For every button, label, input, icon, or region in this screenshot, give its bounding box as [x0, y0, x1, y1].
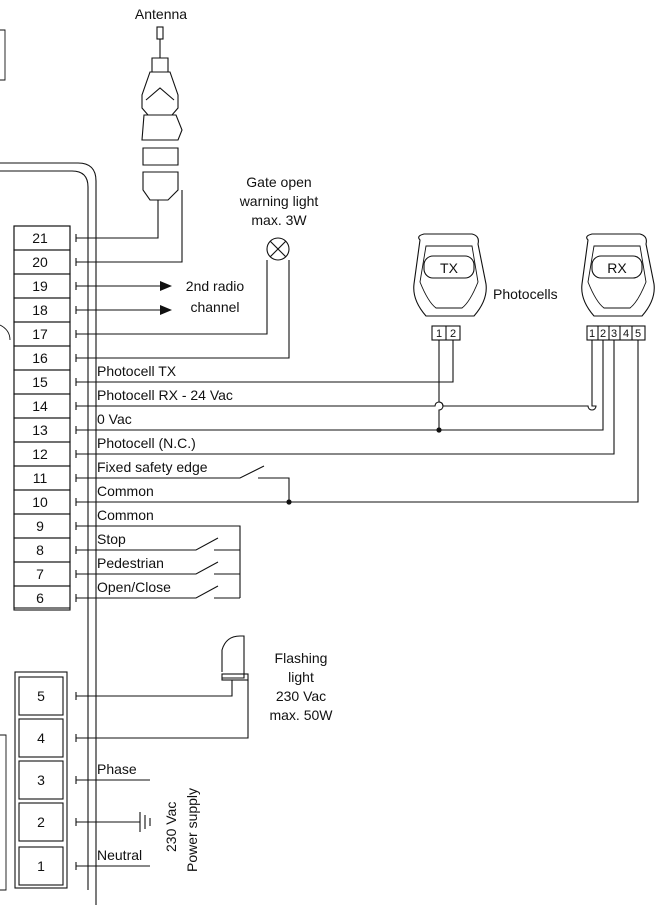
photocell-tx-device [413, 233, 487, 341]
terminal-number-6: 6 [36, 590, 44, 606]
photocells-label: Photocells [493, 286, 558, 302]
radio-line2: channel [190, 299, 239, 315]
label-t15: Photocell TX [97, 363, 177, 379]
flashing-light-line2: light [288, 669, 314, 685]
power-terminal-tick-1 [75, 862, 90, 870]
lower-terminal-block: 5 4 3 2 1 [14, 671, 68, 889]
safety-edge-switch [90, 465, 292, 505]
tx-label: TX [440, 260, 459, 276]
rx-pin-3: 3 [611, 328, 617, 340]
power-terminal-number-2: 2 [37, 814, 45, 830]
radio-channel-arrows [90, 281, 172, 315]
terminal-number-19: 19 [32, 278, 48, 294]
power-terminal-number-3: 3 [37, 772, 45, 788]
terminal-number-20: 20 [32, 254, 48, 270]
power-terminal-cell-4 [18, 718, 64, 758]
terminal-number-13: 13 [32, 422, 48, 438]
power-terminal-cell-2 [18, 802, 64, 842]
label-t7: Pedestrian [97, 555, 164, 571]
terminal-number-17: 17 [32, 326, 48, 342]
flashing-light-icon [90, 635, 249, 739]
terminal-number-12: 12 [32, 446, 48, 462]
photocell-wiring [90, 340, 639, 503]
terminal-tick-14 [75, 402, 90, 410]
label-t12: Photocell (N.C.) [97, 435, 196, 451]
terminal-tick-8 [75, 546, 90, 554]
rx-label: RX [607, 260, 627, 276]
label-t1: Neutral [97, 847, 142, 863]
terminal-number-14: 14 [32, 398, 48, 414]
label-t13: 0 Vac [97, 411, 132, 427]
power-terminal-tick-3 [75, 776, 90, 784]
terminal-number-9: 9 [36, 518, 44, 534]
power-terminal-tick-2 [75, 818, 90, 826]
terminal-tick-16 [75, 354, 90, 362]
power-supply-line1: 230 Vac [163, 802, 179, 852]
terminal-number-16: 16 [32, 350, 48, 366]
label-t14: Photocell RX - 24 Vac [97, 387, 233, 403]
power-terminal-tick-4 [75, 734, 90, 742]
terminal-tick-11 [75, 474, 90, 482]
terminal-number-10: 10 [32, 494, 48, 510]
terminal-number-11: 11 [33, 470, 48, 486]
label-t6: Open/Close [97, 579, 171, 595]
tx-pin-2: 2 [450, 328, 456, 340]
terminal-tick-20 [75, 258, 90, 266]
antenna-label: Antenna [135, 6, 187, 22]
terminal-number-15: 15 [32, 374, 48, 390]
rx-pin-2: 2 [600, 328, 606, 340]
power-supply-line2: Power supply [184, 788, 200, 872]
label-t9: Common [97, 507, 154, 523]
terminal-ticks [75, 234, 90, 870]
power-terminal-cell-5 [18, 676, 64, 716]
terminal-tick-13 [75, 426, 90, 434]
terminal-tick-6 [75, 594, 90, 602]
terminal-tick-18 [75, 306, 90, 314]
warning-light-line3: max. 3W [251, 212, 307, 228]
power-supply-wiring [90, 779, 151, 867]
terminal-number-8: 8 [36, 542, 44, 558]
warning-light-line1: Gate open [246, 174, 311, 190]
terminal-tick-7 [75, 570, 90, 578]
terminal-tick-12 [75, 450, 90, 458]
power-terminal-cell-3 [18, 760, 64, 800]
rx-pin-1: 1 [589, 328, 595, 340]
terminal-number-7: 7 [36, 566, 44, 582]
upper-terminal-block: 21 20 19 18 17 16 15 14 13 12 11 10 9 8 7 6 [13, 225, 71, 611]
power-terminal-tick-5 [75, 692, 90, 700]
rx-pin-4: 4 [623, 328, 629, 340]
label-t10: Common [97, 483, 154, 499]
power-terminal-number-4: 4 [37, 730, 45, 746]
label-t8: Stop [97, 531, 126, 547]
terminal-tick-10 [75, 498, 90, 506]
rx-pin-5: 5 [635, 328, 641, 340]
antenna-icon [90, 26, 183, 263]
warning-light-icon [90, 237, 290, 359]
label-t11: Fixed safety edge [97, 459, 208, 475]
flashing-light-line1: Flashing [275, 650, 328, 666]
terminal-tick-17 [75, 330, 90, 338]
photocell-rx-device [581, 233, 655, 341]
control-board-housing [0, 29, 97, 905]
power-terminal-number-5: 5 [37, 688, 45, 704]
tx-pin-1: 1 [436, 328, 442, 340]
flashing-light-line4: max. 50W [269, 707, 333, 723]
flashing-light-line3: 230 Vac [276, 688, 326, 704]
power-terminal-number-1: 1 [37, 858, 45, 874]
terminal-number-18: 18 [32, 302, 48, 318]
power-terminal-cell-1 [18, 846, 64, 886]
terminal-tick-21 [75, 234, 90, 242]
label-t3: Phase [97, 761, 137, 777]
terminal-tick-19 [75, 282, 90, 290]
warning-light-line2: warning light [239, 193, 319, 209]
terminal-tick-15 [75, 378, 90, 386]
terminal-cell-6 [13, 585, 71, 611]
command-switches [90, 525, 241, 599]
radio-line1: 2nd radio [186, 278, 245, 294]
terminal-tick-9 [75, 522, 90, 530]
terminal-number-21: 21 [32, 230, 48, 246]
